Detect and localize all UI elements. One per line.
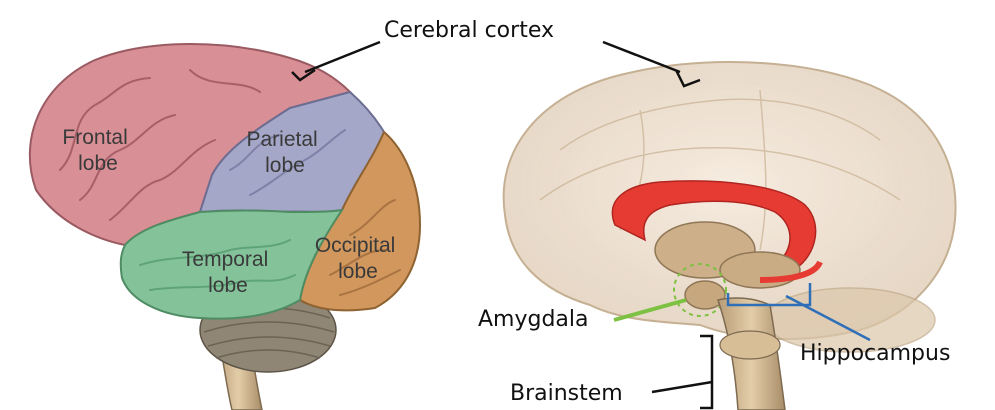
brainstem-leader — [652, 382, 712, 392]
cortex-left-leader — [305, 42, 380, 72]
amygdala-label: Amygdala — [478, 307, 589, 332]
lateral-brain-illustration: Frontal lobe Parietal lobe Temporal lobe… — [30, 44, 420, 410]
brainstem-bracket — [700, 336, 712, 408]
cerebral-cortex-label: Cerebral cortex — [384, 18, 554, 43]
hippocampus-label: Hippocampus — [800, 341, 950, 366]
cortex-right-leader — [603, 42, 680, 72]
brainstem-label: Brainstem — [510, 381, 623, 406]
